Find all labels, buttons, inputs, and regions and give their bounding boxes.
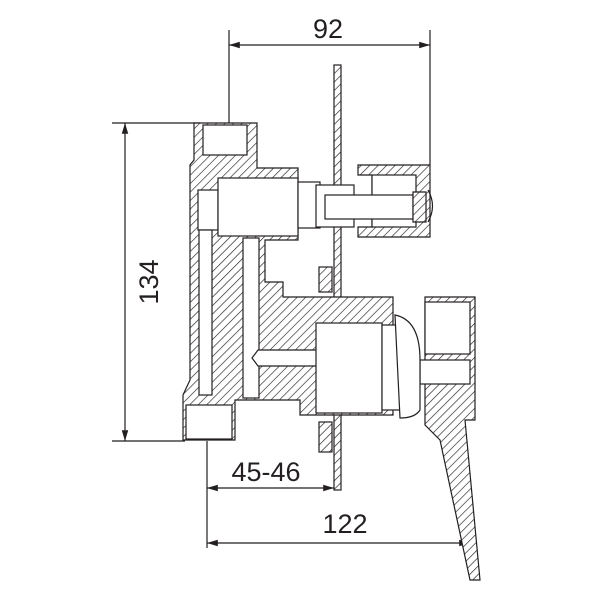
dimension-label-134: 134: [134, 259, 164, 304]
dimension-92: 92: [228, 14, 431, 165]
wall-seals: [318, 266, 333, 453]
lever-handle: [394, 296, 481, 581]
dimension-label-122: 122: [322, 509, 367, 539]
valve-body: [182, 122, 403, 441]
dimension-label-45-46: 45-46: [231, 457, 300, 487]
dimension-134: 134: [112, 122, 200, 442]
dimension-45-46: 45-46: [206, 441, 334, 548]
dimension-label-92: 92: [313, 14, 343, 44]
wall-plate: [333, 64, 342, 491]
dimension-122: 122: [207, 509, 470, 547]
diverter-knob: [324, 164, 434, 238]
